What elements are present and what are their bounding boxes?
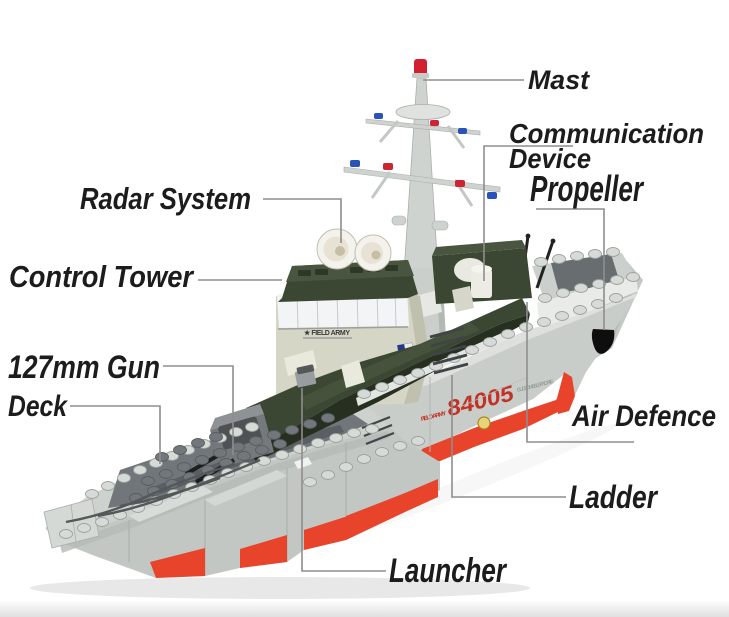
svg-text:Deck: Deck [8, 390, 68, 423]
svg-text:Air Defence: Air Defence [571, 400, 716, 433]
svg-text:127mm Gun: 127mm Gun [8, 349, 160, 385]
svg-text:Propeller: Propeller [530, 168, 644, 209]
svg-text:Device: Device [509, 143, 591, 174]
svg-text:Mast: Mast [528, 65, 590, 95]
svg-text:Communication: Communication [509, 118, 704, 149]
svg-text:Launcher: Launcher [389, 552, 507, 590]
svg-text:Ladder: Ladder [569, 479, 658, 515]
svg-text:Radar System: Radar System [80, 181, 251, 216]
svg-text:★ FIELD ARMY: ★ FIELD ARMY [304, 329, 350, 337]
svg-text:Control Tower: Control Tower [9, 259, 195, 294]
